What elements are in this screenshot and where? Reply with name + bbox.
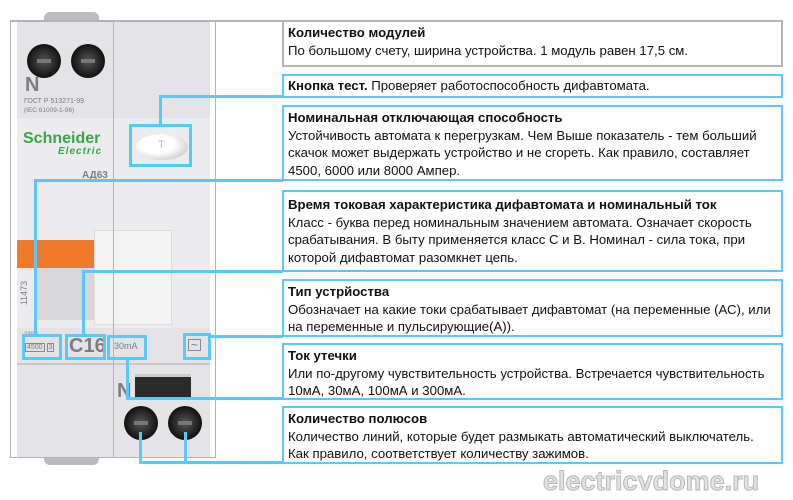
toggle-handle[interactable] <box>17 240 109 268</box>
callout-title: Количество модулей <box>288 25 426 40</box>
type-symbol: ~ <box>188 339 202 351</box>
callout-title: Количество полюсов <box>288 411 428 426</box>
brand-sub: Electric <box>58 146 103 157</box>
callout-breaking-capacity: Номинальная отключающая способность Усто… <box>282 105 783 181</box>
callout-leakage-current: Ток утечки Или по-другому чувствительнос… <box>282 343 783 400</box>
module-width-outline <box>10 20 216 458</box>
top-terminal-screw-icon <box>71 44 105 78</box>
callout-text: Или по-другому чувствительность устройст… <box>288 365 765 399</box>
rating-label: C16 <box>69 335 106 357</box>
pole-label-top: N <box>25 74 40 96</box>
callout-tripping-characteristic: Время токовая характеристика дифавтомата… <box>282 190 783 272</box>
callout-modules: Количество модулей По большому счету, ши… <box>282 20 783 67</box>
watermark: electricvdome.ru <box>542 466 760 497</box>
test-button-label: T <box>158 139 165 151</box>
callout-poles: Количество полюсов Количество линий, кот… <box>282 406 783 464</box>
breaking-capacity-value: 4500 <box>25 343 45 352</box>
callout-text: Класс - буква перед номинальным значение… <box>288 214 752 265</box>
standard-label-iec: (IEC 61009-1-96) <box>24 107 75 114</box>
brand-name: Schneider <box>23 130 101 147</box>
callout-device-type: Тип устрйоства Обозначает на какие токи … <box>282 279 783 337</box>
leakage-label: 30mA <box>114 341 138 351</box>
callout-text: Проверяет работоспособность дифавтомата. <box>367 78 650 93</box>
top-terminal-screw-icon <box>27 44 61 78</box>
test-window <box>135 374 191 398</box>
test-button[interactable]: T <box>136 134 188 160</box>
callout-text: Устойчивость автомата к перегрузкам. Чем… <box>288 127 757 178</box>
callout-title: Номинальная отключающая способность <box>288 110 563 125</box>
callout-text: По большому счету, ширина устройства. 1 … <box>288 42 689 58</box>
callout-text: Количество линий, которые будет размыкат… <box>288 428 754 462</box>
class-number: 3 <box>46 343 55 352</box>
callout-test-button: Кнопка тест. Проверяет работоспособность… <box>282 74 783 98</box>
callout-title: Ток утечки <box>288 348 357 363</box>
breaking-capacity-label: 4500 3 <box>25 343 55 352</box>
standard-label: ГОСТ Р 513271-99 <box>24 98 84 105</box>
callout-title: Кнопка тест. <box>288 78 368 93</box>
model-label: АД63 <box>82 170 108 181</box>
callout-text: Обозначает на какие токи срабатывает диф… <box>288 301 771 335</box>
callout-title: Тип устрйоства <box>288 284 390 299</box>
callout-title: Время токовая характеристика дифавтомата… <box>288 197 717 212</box>
